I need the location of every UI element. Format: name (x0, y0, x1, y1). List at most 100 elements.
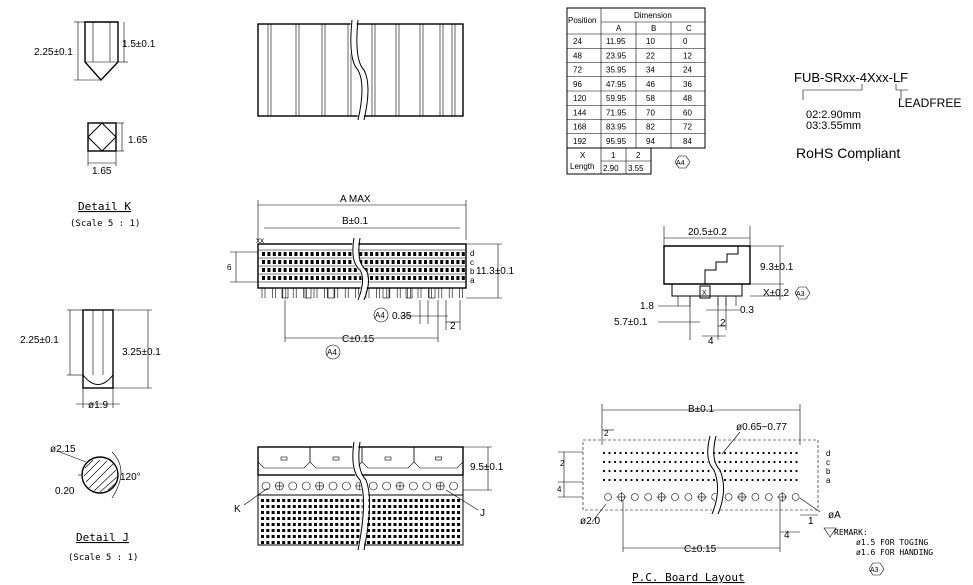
bottom-contact (414, 541, 418, 544)
bottom-contact (292, 523, 296, 526)
bottom-contact (266, 505, 270, 508)
pcb-small-hole (707, 478, 710, 482)
bottom-contact (388, 529, 392, 532)
front-contact (337, 276, 341, 280)
front-contact (310, 268, 314, 272)
bottom-contact (388, 535, 392, 538)
pcb-remark-title: REMARK: (834, 528, 868, 537)
bottom-contact (377, 535, 381, 538)
pcb-hole-big: ø2.0 (580, 516, 600, 527)
bottom-pin-hole (288, 481, 298, 491)
pcb-small-hole (619, 460, 622, 464)
front-label-xx: xx (256, 236, 264, 245)
bottom-contact (335, 505, 339, 508)
pcb-small-hole (602, 451, 606, 455)
table-cell: 34 (646, 66, 655, 75)
bottom-contact (377, 517, 381, 520)
pcb-small-hole (773, 460, 776, 464)
part-leadfree: LEADFREE (898, 96, 961, 110)
bottom-contact (393, 499, 397, 502)
front-contact (434, 268, 438, 272)
front-contact (413, 276, 417, 280)
front-contact (267, 252, 271, 256)
pcb-small-hole (734, 460, 738, 464)
bottom-contact (446, 499, 450, 502)
bottom-contact (271, 529, 275, 532)
bottom-contact (261, 529, 264, 532)
pcb-small-hole (773, 469, 776, 473)
pcb-dim-1: 1 (808, 516, 814, 527)
bottom-contact (292, 517, 296, 520)
front-contact (310, 260, 314, 264)
pcb-small-hole (789, 460, 793, 464)
bottom-contact (314, 505, 317, 508)
table-cell: 12 (683, 51, 692, 60)
bottom-housing-tab (361, 447, 415, 469)
bottom-contact (457, 499, 461, 502)
pcb-left-dim: 2 (560, 459, 565, 468)
bottom-contact (393, 535, 397, 538)
bottom-contact (276, 529, 280, 532)
bottom-contact (324, 517, 328, 520)
pcb-small-hole (668, 460, 672, 464)
front-contact (272, 252, 276, 256)
detail-j-small: 0.20 (55, 486, 75, 497)
bottom-contact (435, 511, 439, 514)
front-contact (370, 252, 373, 256)
bottom-contact (441, 517, 445, 520)
bottom-contact (420, 517, 423, 520)
detail-j-angle: 120° (120, 472, 141, 483)
front-contact (289, 268, 292, 272)
bottom-contact (276, 517, 280, 520)
pcb-remark-2: ø1.6 FOR HANDING (856, 548, 933, 557)
front-contact (445, 276, 449, 280)
front-contact (391, 276, 395, 280)
front-contact (445, 252, 449, 256)
front-contact (343, 276, 346, 280)
bottom-contact (298, 505, 302, 508)
pcb-small-hole (789, 469, 793, 473)
table-cell: 22 (646, 51, 655, 60)
front-contact (332, 276, 336, 280)
bottom-contact (282, 523, 286, 526)
table-sub-b: B (651, 24, 656, 33)
bottom-contact (271, 499, 275, 502)
bottom-contact (382, 529, 386, 532)
front-contact (429, 268, 433, 272)
bottom-contact (340, 517, 344, 520)
bottom-contact (329, 499, 333, 502)
bottom-contact (266, 541, 270, 544)
front-peg (304, 287, 312, 299)
front-rev-a4-2: A4 (327, 348, 337, 357)
bottom-contact (382, 499, 386, 502)
bottom-label-k: K (234, 504, 241, 515)
bottom-contact (266, 511, 270, 514)
bottom-contact (271, 511, 275, 514)
bottom-contact (324, 499, 328, 502)
front-contact (440, 268, 444, 272)
pcb-small-hole (701, 469, 705, 473)
bottom-contact (435, 499, 439, 502)
table-header-position: Position (568, 16, 596, 25)
pcb-small-hole (685, 478, 688, 482)
bottom-contact (324, 523, 328, 526)
pcb-small-hole (624, 460, 628, 464)
bottom-contact (351, 517, 355, 520)
front-contact (386, 268, 390, 272)
front-contact (299, 268, 303, 272)
bottom-contact (335, 523, 339, 526)
pcb-small-hole (619, 451, 622, 455)
pcb-small-hole (657, 451, 661, 455)
bottom-contact (261, 535, 264, 538)
bottom-contact (324, 505, 328, 508)
bottom-contact (409, 535, 413, 538)
bottom-contact (314, 517, 317, 520)
detail-j-scale: (Scale 5 : 1) (68, 553, 138, 563)
bottom-contact (404, 541, 408, 544)
pcb-small-hole (635, 451, 639, 455)
front-contact (337, 252, 341, 256)
front-contact (397, 268, 400, 272)
part-option-2: 03:3.55mm (806, 120, 861, 132)
table-cell: 60 (683, 108, 692, 117)
bottom-contact (303, 499, 307, 502)
